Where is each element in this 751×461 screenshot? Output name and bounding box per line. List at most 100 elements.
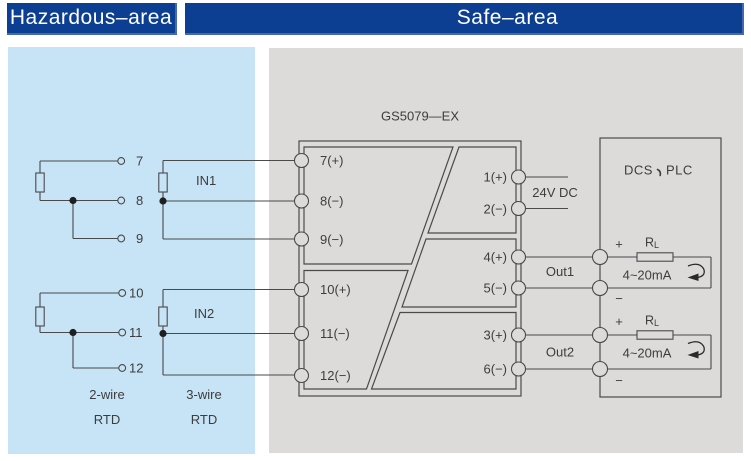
rtd-3wire-in1: IN1 — [158, 159, 295, 240]
out1-label: Out1 — [546, 264, 574, 279]
isolator-module: GS5079—EX 7(+) 8(−) 9(−) 1 — [293, 109, 527, 397]
module-terminal-label-11: 11(−) — [320, 326, 350, 341]
hazardous-area-panel — [8, 47, 255, 454]
rtd-resistor — [158, 306, 168, 327]
terminal-number-8: 8 — [136, 193, 143, 208]
module-terminal-10 — [293, 281, 310, 298]
module-terminal-label-1: 1(+) — [484, 170, 507, 185]
out2-minus-sign: − — [615, 373, 623, 388]
module-terminal-7 — [293, 152, 310, 169]
module-out1-section — [401, 238, 517, 308]
dcs-plc-box: DCS PLC + − RL 4~20mA + — [591, 137, 722, 398]
module-terminal-label-5: 5(−) — [484, 281, 507, 296]
caption-3wire: 3-wire — [186, 387, 221, 402]
module-terminal-9 — [293, 231, 310, 247]
rtd-captions: 2-wire RTD 3-wire RTD — [89, 387, 221, 427]
module-terminal-6 — [510, 361, 527, 377]
caption-2wire-rtd: RTD — [94, 412, 120, 427]
module-outline — [298, 140, 522, 397]
power-supply: 24V DC — [525, 176, 578, 210]
plc-label: PLC — [666, 163, 693, 178]
module-terminal-label-9: 9(−) — [320, 232, 343, 247]
loop-arrow-head — [687, 351, 699, 359]
terminal-point-11 — [118, 328, 127, 337]
out2-plus-sign: + — [615, 314, 623, 329]
out2-range-label: 4~20mA — [623, 346, 672, 361]
terminal-number-11: 11 — [129, 325, 143, 340]
out2-current-loop: + − RL 4~20mA — [607, 314, 712, 388]
rtd-resistor — [35, 172, 45, 193]
module-terminal-label-8: 8(−) — [320, 194, 343, 209]
rl-label-1: RL — [645, 236, 659, 251]
out2-label: Out2 — [546, 345, 574, 360]
dcs-terminal-out2-minus — [591, 360, 609, 378]
out1-range-label: 4~20mA — [623, 268, 672, 283]
terminal-point-8 — [117, 196, 126, 205]
terminal-number-7: 7 — [136, 154, 143, 169]
module-terminal-label-10: 10(+) — [320, 282, 351, 297]
module-power-section — [427, 146, 517, 234]
dcs-terminal-out2-plus — [591, 326, 609, 344]
out1-plus-sign: + — [615, 237, 623, 252]
rtd-3wire-in2: IN2 — [158, 288, 295, 376]
terminal-point-7 — [117, 157, 126, 165]
module-terminal-11 — [293, 325, 310, 342]
load-resistor-rl-2 — [636, 330, 674, 340]
terminal-number-9: 9 — [136, 231, 143, 246]
rtd-2wire-in1: 7 8 9 — [35, 154, 143, 246]
module-terminal-4 — [510, 249, 527, 265]
out1-minus-sign: − — [615, 291, 623, 306]
terminal-point-9 — [117, 234, 126, 243]
module-input1-section — [303, 146, 454, 265]
rtd-2wire-in2: 10 11 12 — [35, 286, 143, 376]
out1-current-loop: + − RL 4~20mA — [607, 236, 712, 306]
module-terminal-5 — [510, 280, 527, 296]
dcs-label: DCS — [624, 163, 653, 178]
hazardous-area-label: Hazardous–area — [9, 6, 173, 29]
terminal-point-12 — [118, 364, 127, 372]
junction-dot — [69, 328, 77, 337]
module-terminal-label-7: 7(+) — [320, 153, 343, 168]
safe-area-panel — [269, 48, 743, 453]
module-title: GS5079—EX — [381, 109, 459, 124]
module-terminal-1 — [510, 169, 527, 185]
loop-arrow-head — [687, 273, 699, 281]
terminal-number-12: 12 — [129, 361, 143, 376]
ideographic-comma — [656, 168, 662, 177]
module-terminal-label-3: 3(+) — [484, 328, 507, 343]
module-terminal-label-6: 6(−) — [484, 362, 507, 377]
rtd-resistor — [35, 306, 45, 327]
rtd-resistor — [158, 172, 168, 193]
junction-dot — [159, 329, 167, 338]
safe-area-label: Safe–area — [456, 6, 559, 29]
module-out2-section — [370, 311, 517, 390]
loop-direction-arrow — [687, 263, 705, 279]
terminal-number-10: 10 — [129, 286, 143, 301]
module-terminal-3 — [510, 327, 527, 343]
safe-area-header: Safe–area — [185, 3, 744, 35]
module-terminal-8 — [293, 193, 310, 209]
module-input2-section — [303, 269, 409, 390]
module-terminal-label-4: 4(+) — [484, 250, 507, 265]
module-terminal-12 — [293, 367, 310, 384]
output-wires: Out1 Out2 — [525, 256, 593, 370]
terminal-point-10 — [118, 289, 127, 297]
dcs-terminal-out1-minus — [591, 279, 609, 297]
module-terminal-label-2: 2(−) — [484, 202, 507, 217]
power-label: 24V DC — [532, 185, 578, 200]
hazardous-area-header: Hazardous–area — [7, 3, 177, 35]
in1-label: IN1 — [196, 173, 216, 188]
junction-dot — [159, 197, 167, 205]
junction-dot — [69, 196, 77, 205]
caption-3wire-rtd: RTD — [191, 412, 217, 427]
dcs-terminal-out1-plus — [591, 248, 609, 266]
module-terminal-2 — [510, 200, 527, 217]
module-terminal-label-12: 12(−) — [320, 368, 351, 383]
loop-direction-arrow — [687, 341, 705, 356]
in2-label: IN2 — [194, 306, 214, 321]
caption-2wire: 2-wire — [89, 387, 124, 402]
load-resistor-rl-1 — [636, 252, 674, 262]
rl-label-2: RL — [645, 314, 659, 329]
